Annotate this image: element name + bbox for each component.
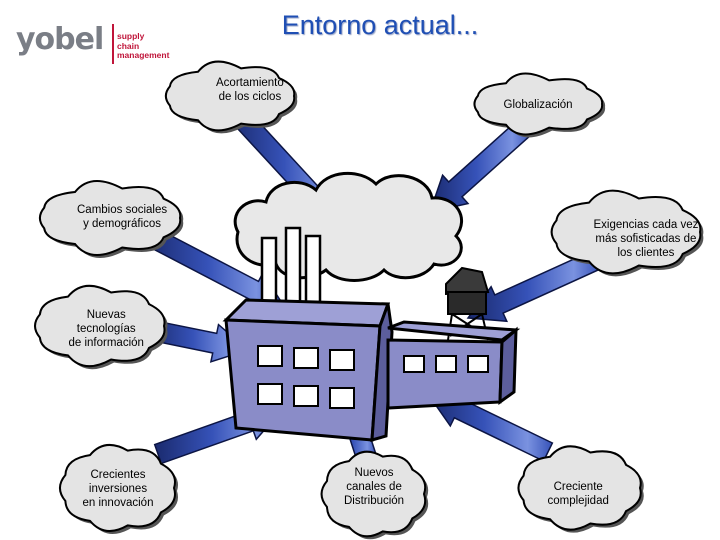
cloud-acortamiento <box>164 60 296 132</box>
factory-illustration <box>222 171 521 443</box>
cloud-complejidad <box>517 445 642 531</box>
page-title: Entorno actual... <box>281 10 479 40</box>
factor-label-cambios: Cambios sociales y demográficos <box>77 204 168 230</box>
factor-label-inversiones: Crecientes inversiones en innovación <box>82 469 154 509</box>
clouds-layer <box>34 60 704 540</box>
factor-label-complejidad: Creciente complejidad <box>547 481 609 507</box>
factor-label-globalizacion: Globalización <box>503 99 573 111</box>
factory-building <box>222 298 521 443</box>
logo-divider <box>112 24 114 64</box>
factor-label-exigencias: Exigencias cada vez más sofisticadas de … <box>593 219 699 259</box>
logo-tagline: supply chain management <box>117 31 170 60</box>
cloud-exigencias <box>550 189 702 275</box>
cloud-globalizacion <box>473 72 604 136</box>
factor-label-acortamiento: Acortamiento de los ciclos <box>216 77 284 103</box>
arrow-exigencias <box>466 249 602 323</box>
factor-label-tecnologias: Nuevas tecnologías de información <box>68 309 144 349</box>
logo-wordmark: yobel <box>16 22 104 57</box>
cloud-inversiones <box>58 444 176 532</box>
cloud-cambios <box>38 180 182 256</box>
factor-label-canales: Nuevos canales de Distribución <box>344 467 405 507</box>
cloud-tecnologias <box>34 284 166 368</box>
cloud-canales <box>320 450 427 538</box>
